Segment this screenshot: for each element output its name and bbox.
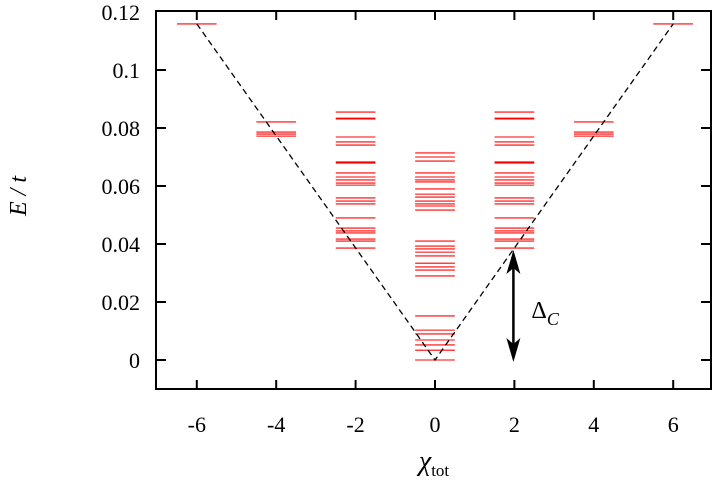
x-tick-label: -6 bbox=[188, 412, 206, 437]
y-axis: 0 0.02 0.04 0.06 0.08 0.1 0.12 bbox=[102, 0, 711, 373]
y-tick-label: 0.1 bbox=[113, 58, 141, 83]
y-axis-title: E / t bbox=[6, 175, 32, 217]
energy-levels bbox=[176, 23, 694, 361]
x-tick-label: 6 bbox=[668, 412, 679, 437]
x-axis-title: χtot bbox=[416, 446, 450, 480]
y-tick-label: 0.12 bbox=[102, 0, 141, 25]
arrow-head-up-icon bbox=[506, 250, 521, 275]
delta-c-label: ΔC bbox=[531, 298, 559, 329]
y-tick-label: 0.04 bbox=[102, 232, 141, 257]
y-tick-label: 0 bbox=[129, 348, 140, 373]
x-tick-label: -4 bbox=[267, 412, 285, 437]
x-tick-label: -2 bbox=[346, 412, 364, 437]
dashed-envelope-line bbox=[196, 23, 674, 362]
x-tick-label: 2 bbox=[509, 412, 520, 437]
plot-frame bbox=[155, 10, 712, 390]
arrow-head-down-icon bbox=[506, 338, 521, 362]
x-tick-label: 4 bbox=[588, 412, 599, 437]
x-tick-label: 0 bbox=[430, 412, 441, 437]
y-tick-label: 0.02 bbox=[102, 290, 141, 315]
x-axis: -6 -4 -2 0 2 4 6 bbox=[188, 11, 679, 437]
y-tick-label: 0.08 bbox=[102, 116, 141, 141]
delta-c-annotation: ΔC bbox=[506, 250, 560, 362]
y-tick-label: 0.06 bbox=[102, 174, 141, 199]
